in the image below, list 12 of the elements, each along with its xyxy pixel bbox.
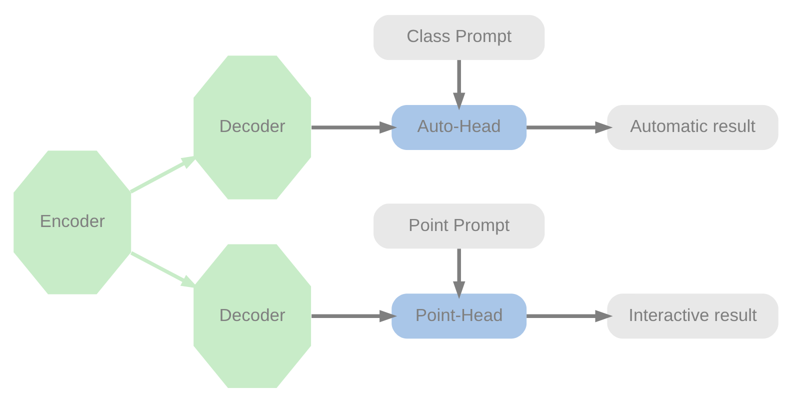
node-box: Automatic result <box>607 104 778 150</box>
node-box: Point-Head <box>392 293 527 338</box>
node-box: Interactive result <box>607 293 778 338</box>
arrow <box>452 248 466 298</box>
arrow <box>452 60 466 110</box>
node-box: Auto-Head <box>392 104 527 150</box>
node-box: Class Prompt <box>374 14 545 60</box>
arrow <box>526 120 613 134</box>
arrow <box>312 120 398 134</box>
arrow <box>312 310 398 322</box>
node-box: Point Prompt <box>374 203 545 248</box>
arrow <box>526 310 613 322</box>
